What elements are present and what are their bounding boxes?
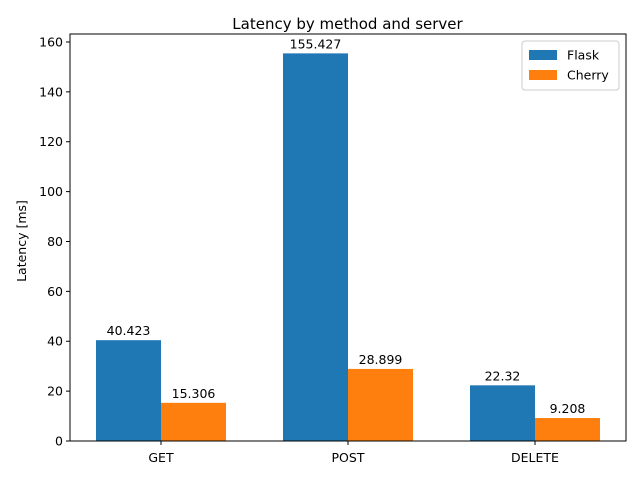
data-label-flask-post: 155.427 xyxy=(290,36,342,51)
y-tick-label: 20 xyxy=(47,384,63,399)
legend-swatch-cherry xyxy=(529,70,557,80)
bar-flask-get xyxy=(96,340,161,441)
y-tick-label: 80 xyxy=(47,234,63,249)
y-axis-label: Latency [ms] xyxy=(14,200,29,282)
legend-label-flask: Flask xyxy=(567,48,600,63)
y-tick-label: 100 xyxy=(39,184,63,199)
bar-cherry-get xyxy=(161,402,226,441)
plot-area: 40.423 155.427 22.32 15.306 28.899 9.208 0 20 40… xyxy=(39,33,627,465)
data-label-flask-get: 40.423 xyxy=(107,323,151,338)
bar-cherry-post xyxy=(348,368,413,441)
x-tick-label: GET xyxy=(148,450,174,465)
bar-flask-delete xyxy=(470,385,535,441)
y-tick-label: 60 xyxy=(47,284,63,299)
legend-swatch-flask xyxy=(529,50,557,60)
y-tick-label: 0 xyxy=(55,434,63,449)
chart-title: Latency by method and server xyxy=(232,15,463,33)
bar-cherry-delete xyxy=(535,418,600,441)
legend-label-cherry: Cherry xyxy=(567,68,609,83)
data-label-cherry-post: 28.899 xyxy=(359,352,403,367)
bar-flask-post xyxy=(283,53,348,441)
x-tick-label: POST xyxy=(332,450,365,465)
y-tick-label: 120 xyxy=(39,134,63,149)
data-label-cherry-get: 15.306 xyxy=(172,386,216,401)
data-label-flask-delete: 22.32 xyxy=(485,368,521,383)
y-tick-label: 40 xyxy=(47,334,63,349)
y-tick-label: 160 xyxy=(39,34,63,49)
x-tick-label: DELETE xyxy=(511,450,559,465)
y-tick-label: 140 xyxy=(39,84,63,99)
data-label-cherry-delete: 9.208 xyxy=(550,401,586,416)
